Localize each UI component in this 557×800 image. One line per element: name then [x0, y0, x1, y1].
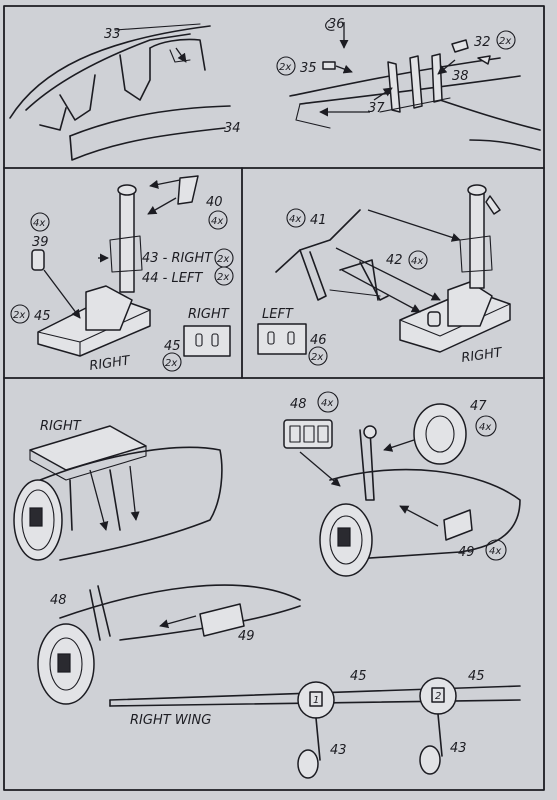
qty-39: 4x — [33, 218, 45, 229]
part-label-32: 32 — [474, 35, 491, 50]
part-label-43-right: 43 - RIGHT — [142, 251, 213, 266]
part-label-43-wing-right: 43 — [450, 741, 467, 756]
qty-49: 4x — [489, 546, 501, 557]
qty-43: 2x — [217, 254, 229, 265]
part-label-48: 48 — [290, 397, 307, 412]
part-label-49: 49 — [458, 545, 475, 560]
panel-frame — [3, 5, 545, 791]
part-label-48b: 48 — [50, 593, 67, 608]
part-label-35: 35 — [300, 61, 317, 76]
qty-44: 2x — [217, 272, 229, 283]
nacelle-2-number: 2 — [435, 691, 441, 702]
part-label-41: 41 — [310, 213, 327, 228]
panel-2-gear-leg: 40 4x 4x 39 43 - RIGHT 2x 44 - LEFT 2x 2… — [10, 175, 234, 374]
qty-45: 2x — [13, 310, 25, 321]
qty-48: 4x — [321, 398, 333, 409]
label-right-base-3: RIGHT — [460, 345, 503, 366]
label-right-wing: RIGHT WING — [130, 713, 211, 728]
qty-35: 2x — [279, 62, 291, 73]
part-label-38: 38 — [452, 69, 469, 84]
part-label-36: 36 — [328, 17, 345, 32]
label-right-nacelle: RIGHT — [40, 419, 82, 434]
part-label-45: 45 — [34, 309, 51, 324]
panel-1-fuselage: 33 34 36 2x 35 32 2x 38 37 — [9, 17, 541, 161]
part-label-46: 46 — [310, 333, 327, 348]
label-left: LEFT — [262, 307, 294, 322]
part-label-44-left: 44 - LEFT — [142, 271, 203, 286]
qty-40: 4x — [211, 216, 223, 227]
qty-45b: 2x — [165, 358, 177, 369]
panel-3-gear-struts: 4x 41 42 4x LEFT 46 2x RIGHT — [257, 184, 511, 366]
qty-32: 2x — [499, 36, 511, 47]
panel-4-nacelles-wing: RIGHT 48 4x 47 4x 49 4x — [13, 391, 521, 779]
qty-46: 2x — [311, 352, 323, 363]
part-label-33: 33 — [104, 27, 121, 42]
part-label-45-wing-left: 45 — [350, 669, 367, 684]
label-right-base: RIGHT — [88, 353, 131, 374]
part-label-37: 37 — [368, 101, 385, 116]
part-label-45-wing-right: 45 — [468, 669, 485, 684]
part-label-42: 42 — [386, 253, 403, 268]
nacelle-1-number: 1 — [313, 695, 319, 706]
qty-47: 4x — [479, 422, 491, 433]
label-right: RIGHT — [188, 307, 230, 322]
part-label-43-wing-left: 43 — [330, 743, 347, 758]
qty-42: 4x — [411, 256, 423, 267]
part-label-39: 39 — [32, 235, 49, 250]
part-label-49b: 49 — [238, 629, 255, 644]
part-label-47: 47 — [470, 399, 487, 414]
part-label-34: 34 — [224, 121, 241, 136]
qty-41: 4x — [289, 214, 301, 225]
part-label-45b: 45 — [164, 339, 181, 354]
part-label-40: 40 — [206, 195, 223, 210]
